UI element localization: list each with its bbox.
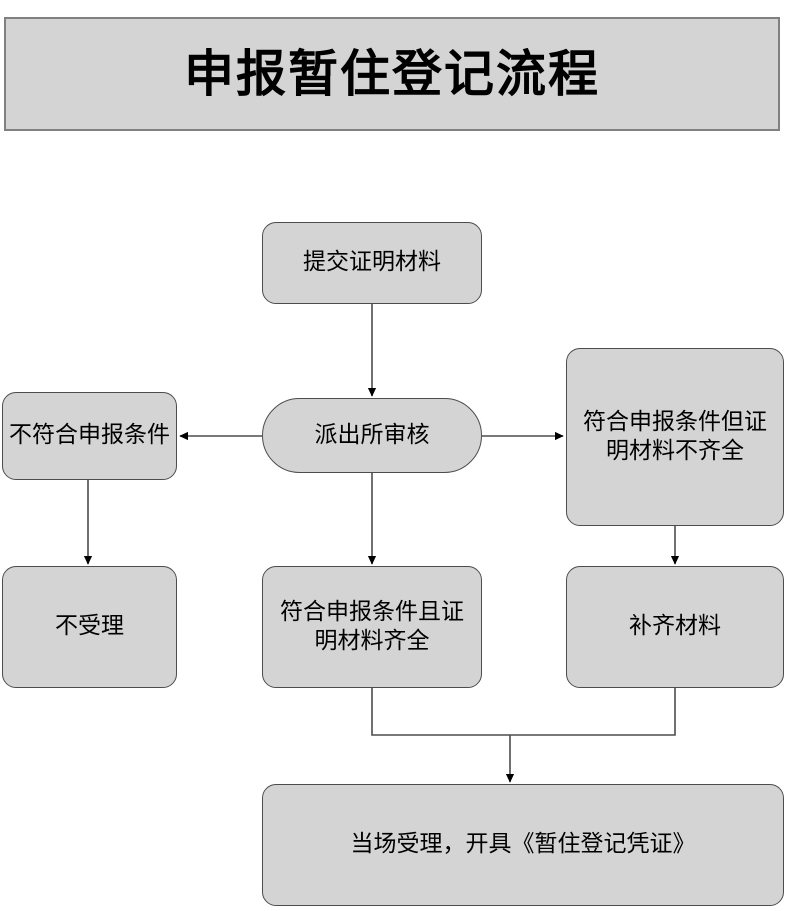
node-label: 提交证明材料 (303, 249, 441, 276)
node-label: 当场受理，开具《暂住登记凭证》 (350, 831, 696, 858)
node-accept-and-issue-certificate[interactable]: 当场受理，开具《暂住登记凭证》 (262, 784, 784, 906)
edge-merge-to-accept (371, 688, 676, 783)
page-title-banner: 申报暂住登记流程 (4, 17, 780, 131)
page-title: 申报暂住登记流程 (184, 44, 600, 103)
node-not-accepted[interactable]: 不受理 (2, 566, 177, 688)
node-label: 补齐材料 (629, 613, 721, 640)
node-not-eligible[interactable]: 不符合申报条件 (2, 392, 177, 480)
node-label: 派出所审核 (314, 421, 430, 448)
node-label: 符合申报条件且证明材料齐全 (280, 598, 464, 654)
node-label: 不符合申报条件 (9, 422, 170, 449)
node-label: 不受理 (55, 613, 124, 640)
node-eligible-incomplete-documents[interactable]: 符合申报条件但证明材料不齐全 (566, 348, 784, 526)
node-eligible-complete-documents[interactable]: 符合申报条件且证明材料齐全 (262, 566, 482, 688)
node-supplement-documents[interactable]: 补齐材料 (566, 566, 784, 688)
node-submit-documents[interactable]: 提交证明材料 (262, 222, 482, 304)
node-label: 符合申报条件但证明材料不齐全 (583, 408, 767, 464)
node-police-station-review[interactable]: 派出所审核 (262, 398, 482, 473)
